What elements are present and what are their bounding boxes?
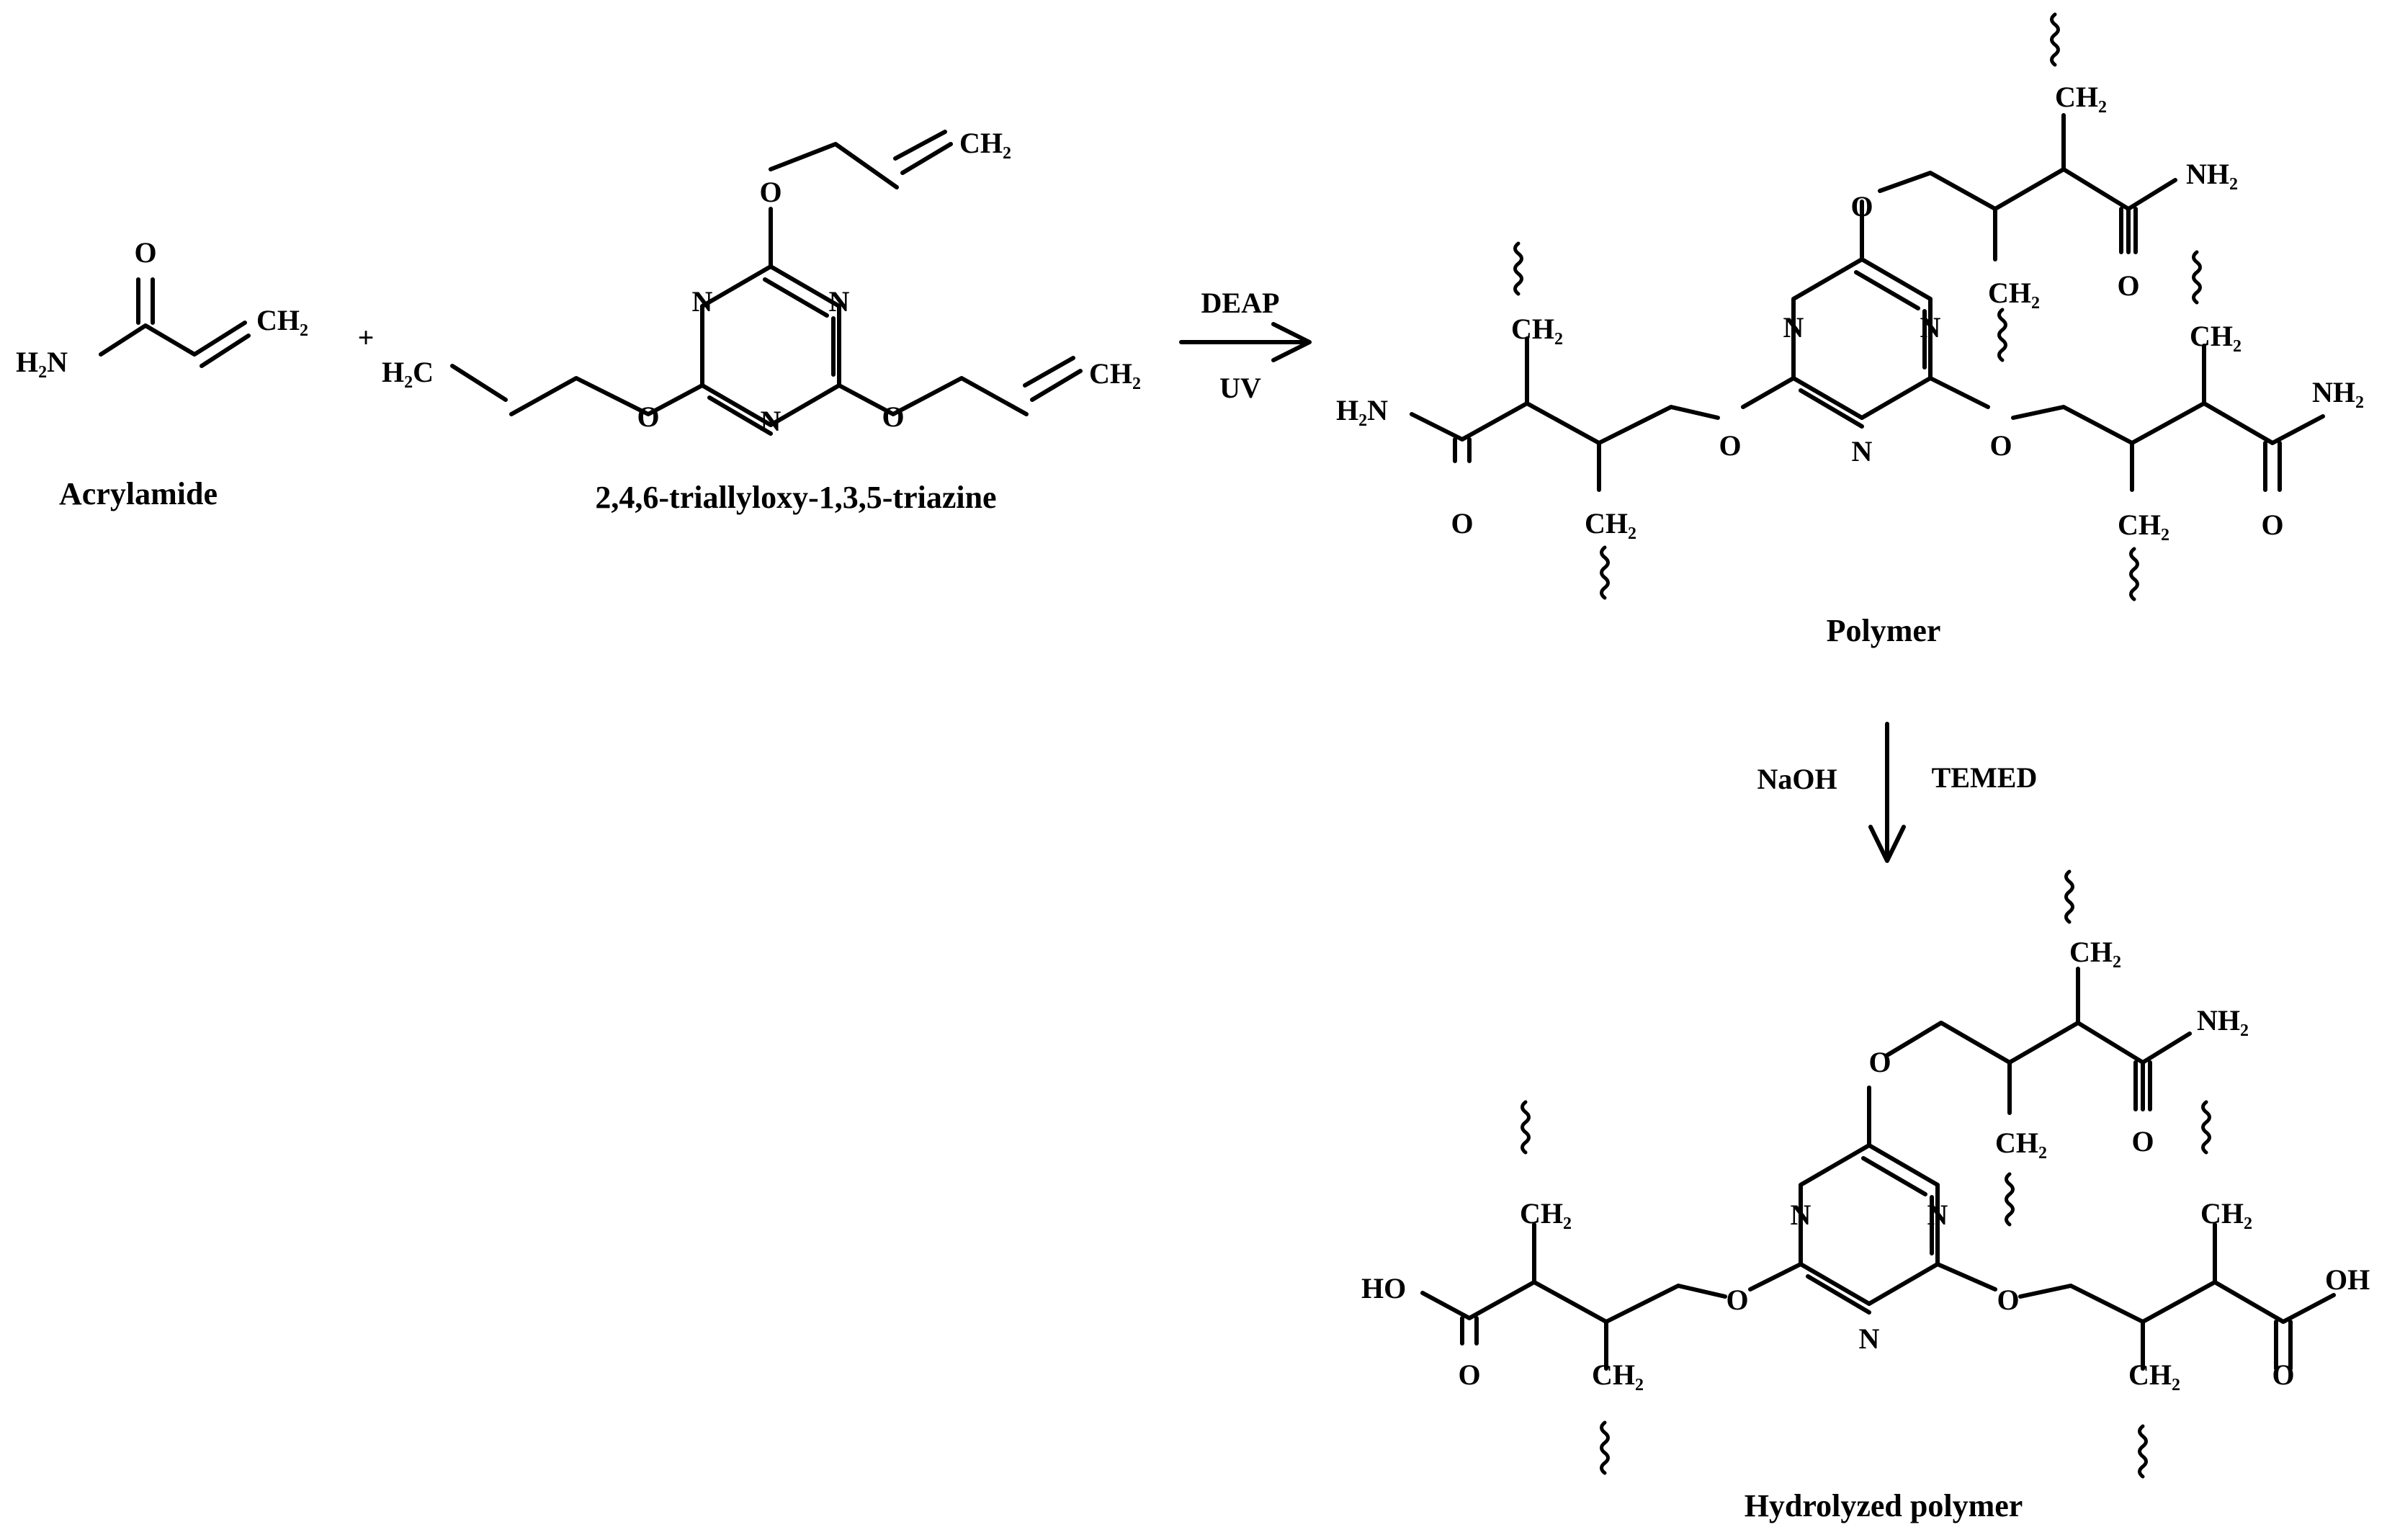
hydrolyzed-ch2-f: CH₂ — [2128, 1358, 2180, 1391]
hydrolyzed-n-left: N — [1791, 1199, 1811, 1231]
crosslinker-ch2-right: CH₂ — [1089, 357, 1141, 390]
polymer-o-e: O — [1451, 507, 1473, 540]
polymer-n-left: N — [1783, 311, 1804, 344]
polymer-o-d: O — [1989, 429, 2012, 462]
hydrolyzed-name: Hydrolyzed polymer — [1745, 1488, 2023, 1523]
polymer-wavy-3 — [1515, 243, 1522, 294]
polymer-n-right: N — [1920, 311, 1941, 344]
hydrolyzed-wavy-2 — [2007, 1174, 2013, 1225]
polymer-ch2-e: CH₂ — [2190, 320, 2242, 352]
hydrolyzed-nh2: NH₂ — [2197, 1004, 2249, 1037]
hydrolyzed-o-a: O — [2131, 1125, 2154, 1158]
hydrolyzed-n-bottom: N — [1859, 1322, 1880, 1355]
hydrolyzed-o-e: O — [1458, 1358, 1480, 1391]
acrylamide-name: Acrylamide — [59, 476, 218, 511]
hydrolyzed-wavy-5 — [2203, 1102, 2210, 1152]
acrylamide-ch2: CH₂ — [256, 304, 308, 336]
hydrolyzed-o-d: O — [1997, 1284, 2019, 1316]
polymer-name: Polymer — [1827, 613, 1941, 648]
hydrolyzed-oh: OH — [2325, 1263, 2370, 1296]
crosslinker-o-left: O — [637, 400, 659, 433]
polymer-wavy-2 — [1999, 310, 2006, 360]
polymer-bonds — [1410, 113, 2325, 492]
hydrolyzed-wavy-3 — [1523, 1102, 1529, 1152]
arrow-1-line — [1179, 322, 1312, 362]
polymer-ch2-a: CH₂ — [2055, 81, 2107, 113]
polymer-h2n: H₂N — [1336, 394, 1388, 426]
polymer-o-f: O — [2261, 509, 2283, 541]
polymer-o-c: O — [1719, 429, 1741, 462]
hydrolyzed-o-f: O — [2272, 1358, 2294, 1391]
polymer-ch2-b: CH₂ — [1988, 277, 2040, 309]
polymer-structure: CH₂ NH₂ O O CH₂ N N N O O CH₂ H₂N O CH₂ … — [1336, 14, 2364, 648]
reagent-uv: UV — [1219, 372, 1261, 404]
arrow-2-line — [1868, 722, 1906, 863]
hydrolyzed-ch2-b: CH₂ — [1995, 1127, 2047, 1159]
crosslinker-name: 2,4,6-triallyloxy-1,3,5-triazine — [595, 480, 996, 515]
polymer-nh2-b: NH₂ — [2312, 376, 2364, 408]
polymer-ch2-d: CH₂ — [1585, 507, 1636, 540]
crosslinker-n-left: N — [692, 285, 713, 318]
polymer-wavy-1 — [2052, 14, 2059, 65]
crosslinker-h2c: H₂C — [382, 356, 434, 388]
polymer-ch2-f: CH₂ — [2118, 509, 2169, 541]
crosslinker-o-top: O — [759, 176, 782, 208]
crosslinker-bonds — [450, 130, 1083, 436]
hydrolyzed-o-c: O — [1726, 1284, 1748, 1316]
polymer-o-a: O — [2117, 269, 2139, 302]
hydrolyzed-ch2-a: CH₂ — [2069, 936, 2121, 968]
acrylamide-h2n: H₂N — [16, 346, 68, 378]
hydrolyzed-ch2-d: CH₂ — [1592, 1358, 1644, 1391]
acrylamide-bonds — [99, 277, 251, 368]
hydrolyzed-structure: CH₂ NH₂ O O CH₂ N N N O O CH₂ HO O CH₂ C… — [1361, 872, 2370, 1523]
reagent-temed: TEMED — [1932, 761, 2038, 794]
hydrolyzed-wavy-1 — [2066, 872, 2073, 922]
crosslinker-ch2-top: CH₂ — [959, 127, 1011, 159]
acrylamide-oxygen: O — [134, 236, 156, 269]
hydrolyzed-n-right: N — [1927, 1199, 1948, 1231]
crosslinker-o-right: O — [882, 400, 904, 433]
hydrolyzed-o-b: O — [1868, 1046, 1891, 1078]
polymer-n-bottom: N — [1852, 435, 1873, 467]
hydrolyzed-ch2-e: CH₂ — [2200, 1197, 2252, 1230]
reagent-naoh: NaOH — [1757, 763, 1837, 795]
polymer-wavy-4 — [1602, 547, 1608, 598]
plus-sign: + — [358, 321, 375, 354]
hydrolyzed-wavy-6 — [2140, 1426, 2146, 1477]
arrow-step-1: DEAP UV — [1179, 287, 1312, 404]
polymer-ch2-c: CH₂ — [1511, 313, 1563, 345]
reagent-deap: DEAP — [1201, 287, 1280, 319]
crosslinker-structure: O CH₂ N N N O O H₂C CH₂ 2,4,6-triallylox… — [382, 127, 1141, 515]
polymer-o-b: O — [1850, 190, 1873, 223]
polymer-wavy-6 — [2131, 549, 2138, 599]
hydrolyzed-wavy-4 — [1602, 1423, 1608, 1473]
hydrolyzed-ch2-c: CH₂ — [1520, 1197, 1572, 1230]
hydrolyzed-bonds — [1420, 967, 2336, 1371]
hydrolyzed-ho: HO — [1361, 1272, 1406, 1304]
acrylamide-structure: O CH₂ H₂N Acrylamide — [16, 236, 308, 511]
arrow-step-2: NaOH TEMED — [1757, 722, 2038, 863]
crosslinker-n-bottom: N — [761, 405, 782, 437]
crosslinker-n-right: N — [829, 285, 850, 318]
polymer-wavy-5 — [2194, 252, 2200, 303]
polymer-nh2-a: NH₂ — [2186, 158, 2238, 190]
